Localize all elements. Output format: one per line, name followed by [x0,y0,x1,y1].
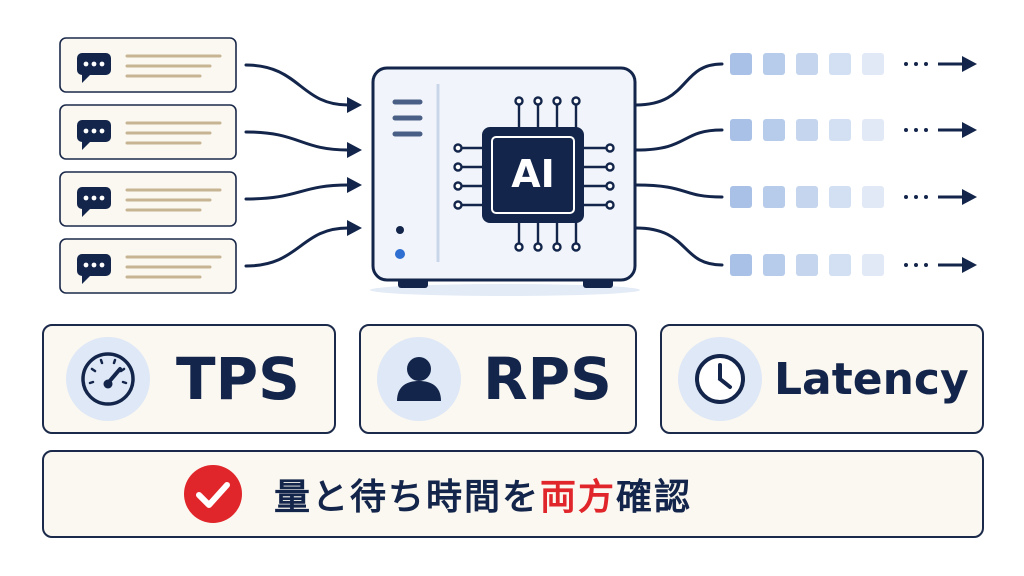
request-list [59,37,237,294]
user-icon [377,337,461,421]
chip-label: AI [511,152,555,196]
token-stream [730,254,977,276]
token-stream [730,119,977,141]
vent-lines [392,99,423,137]
token-stream [730,186,977,208]
text-lines [125,121,222,145]
metric-label: RPS [483,345,612,413]
chip-pins [453,96,615,252]
request-card [59,37,237,93]
ai-chip: AI [482,127,584,223]
conclusion-prefix: 量と待ち時間を [274,477,541,518]
inference-diagram: AI [59,37,977,296]
server: AI [370,66,640,296]
request-card [59,238,237,294]
speedometer-icon [66,337,150,421]
metric-card-tps: TPS [42,324,336,434]
check-circle-icon [184,465,242,523]
conclusion-highlight: 両方 [540,477,617,518]
metric-card-rps: RPS [359,324,637,434]
request-card [59,171,237,227]
input-arrow [244,63,350,107]
input-arrows [244,63,350,268]
chat-bubble-icon [77,53,111,83]
metric-label: TPS [176,345,300,413]
input-arrow [244,130,350,152]
text-lines [125,255,222,279]
conclusion-suffix: 確認 [616,477,693,518]
power-led-icon [395,249,405,259]
metric-card-latency: Latency [660,324,984,434]
conclusion-banner: 量と待ち時間を両方確認 [42,450,984,538]
conclusion-text: 量と待ち時間を両方確認 [274,468,692,520]
input-arrow [244,226,350,268]
chat-bubble-icon [77,254,111,284]
text-lines [125,54,222,78]
metric-label: Latency [774,353,969,405]
request-card [59,104,237,160]
output-curves [634,62,724,267]
chat-bubble-icon [77,120,111,150]
text-lines [125,188,222,212]
input-arrowheads [347,97,362,236]
input-arrow [244,183,350,201]
clock-icon [678,337,762,421]
status-led-icon [396,226,404,234]
token-stream [730,53,977,75]
chat-bubble-icon [77,187,111,217]
